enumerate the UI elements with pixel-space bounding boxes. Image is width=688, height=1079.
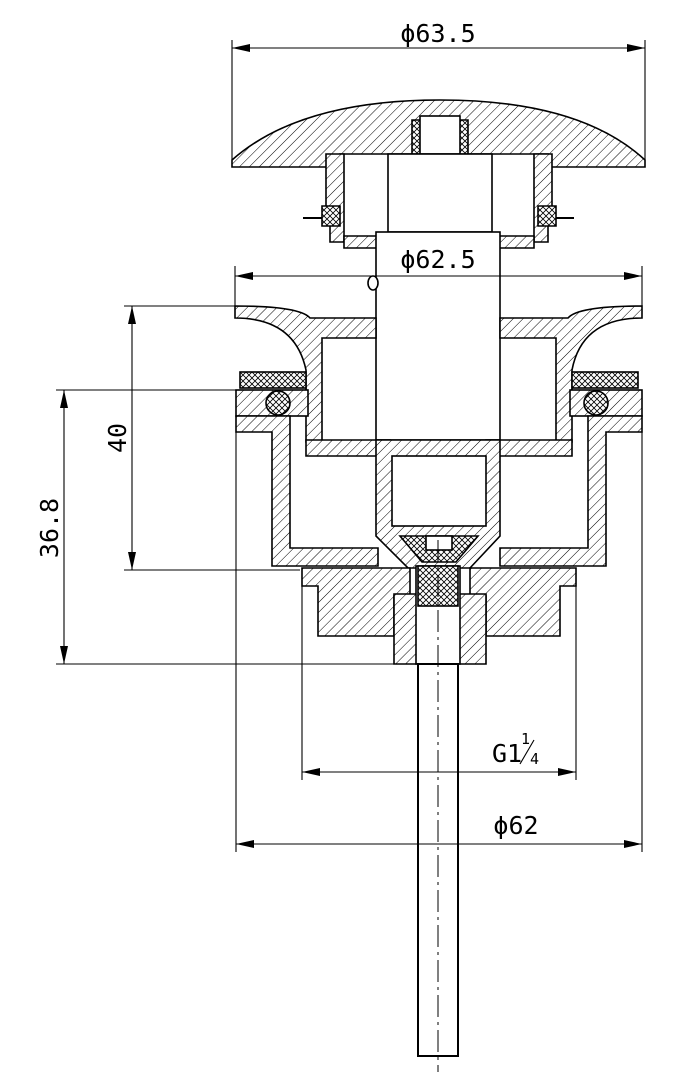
o-ring-left-icon	[265, 390, 291, 416]
dim-cap-diameter: ϕ63.5	[231, 19, 646, 160]
cap	[231, 99, 646, 249]
dim-cap-diameter-label: ϕ63.5	[400, 19, 475, 48]
dim-thread-denominator: 4	[530, 750, 539, 768]
body-wall-left	[235, 415, 379, 567]
stem-upper	[387, 153, 493, 233]
dim-base-diameter-label: ϕ62	[493, 811, 538, 840]
tailpiece	[301, 565, 577, 665]
dim-total-height: 36.8	[35, 389, 410, 665]
stem-body	[375, 231, 501, 441]
dim-body-height: 40	[103, 305, 300, 571]
gasket-top-right	[571, 371, 639, 389]
stem-pin-icon	[367, 275, 379, 291]
o-ring-right-icon	[583, 390, 609, 416]
dim-base-diameter: ϕ62	[235, 432, 643, 852]
cap-ring-right	[497, 235, 535, 249]
cap-skirt-right	[533, 153, 553, 243]
cap-ring	[343, 235, 381, 249]
dim-thread-fraction-bar	[519, 739, 535, 765]
stem	[367, 153, 501, 441]
dim-thread-label: G1	[492, 739, 522, 768]
dim-total-height-label: 36.8	[35, 498, 64, 558]
plunger-tip	[425, 535, 453, 551]
flange	[234, 305, 643, 457]
gasket-top-left	[239, 371, 307, 389]
clip-left-icon	[321, 205, 341, 227]
dim-thread: G1 1 4	[301, 586, 577, 780]
rod	[417, 540, 459, 1072]
dim-body-height-label: 40	[103, 423, 132, 453]
body	[235, 415, 643, 569]
cap-skirt-left	[325, 153, 345, 243]
clip-right-icon	[537, 205, 557, 227]
dim-thread-numerator: 1	[521, 730, 530, 748]
body-wall-right	[499, 415, 643, 567]
cap-screw-core	[419, 115, 461, 155]
dim-flange-diameter: ϕ62.5	[234, 245, 643, 306]
plunger-cavity	[391, 455, 487, 527]
dim-flange-diameter-label: ϕ62.5	[400, 245, 475, 274]
